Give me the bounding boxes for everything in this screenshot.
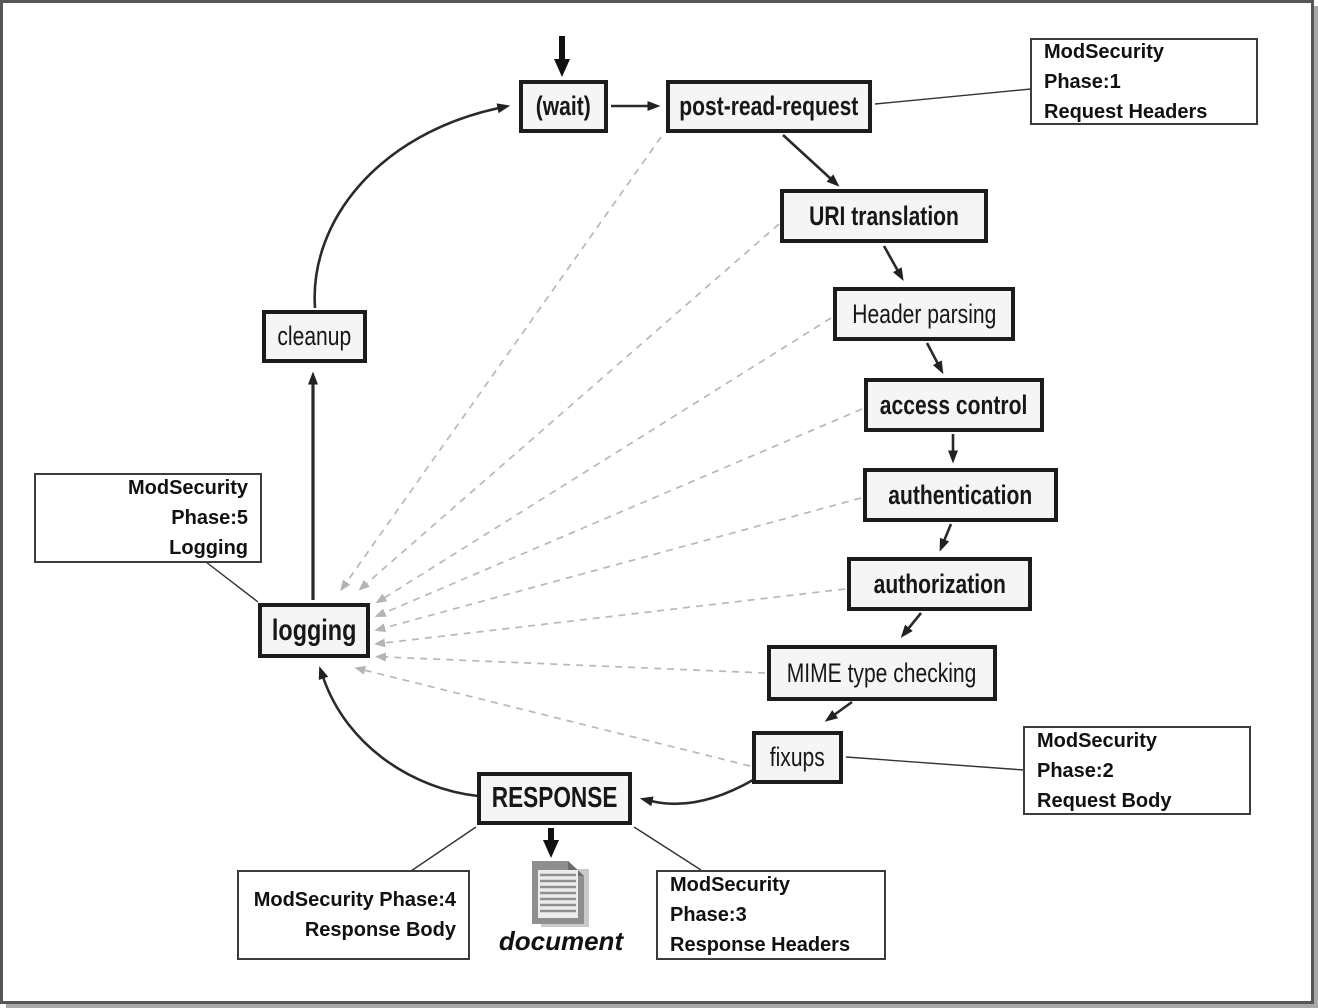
node-post-read-request: post-read-request (666, 80, 872, 133)
node-wait: (wait) (519, 80, 608, 133)
connector-phase3-to-response (633, 826, 702, 871)
callout-phase-2-line1: ModSecurity Phase:2 (1037, 729, 1158, 782)
callout-modsecurity-phase-4: ModSecurity Phase:4 Response Body (237, 870, 470, 960)
callout-phase-1-line1: ModSecurity Phase:1 (1044, 40, 1165, 93)
node-response: RESPONSE (477, 772, 632, 825)
node-fixups-label: fixups (769, 742, 826, 772)
node-logging-label: logging (271, 613, 357, 647)
callout-phase-5-line2: Logging (169, 537, 248, 559)
callout-phase-3-line1: ModSecurity Phase:3 (670, 874, 791, 926)
arrow-fixups-to-response (639, 778, 754, 807)
dashed-arrow-uri-translation-to-logging (358, 223, 780, 591)
node-mime-type-checking-label: MIME type checking (787, 657, 977, 688)
figure-frame-shadow-right (1314, 6, 1318, 1008)
node-header-parsing: Header parsing (833, 287, 1015, 341)
figure-frame-shadow-bottom (6, 1004, 1318, 1008)
dashed-arrow-mime-type-checking-to-logging (375, 652, 766, 674)
arrow-response-to-logging (318, 666, 479, 798)
node-wait-label: (wait) (536, 91, 591, 121)
node-cleanup-label: cleanup (277, 321, 352, 351)
callout-phase-4-line2: Response Body (304, 919, 456, 941)
node-uri-translation: URI translation (780, 189, 988, 243)
dashed-arrow-access-control-to-logging (374, 408, 863, 617)
node-authentication-label: authentication (888, 479, 1033, 510)
callout-modsecurity-phase-5: ModSecurity Phase:5 Logging (34, 473, 262, 563)
dashed-arrow-fixups-to-logging (354, 665, 751, 767)
node-authorization: authorization (847, 557, 1032, 611)
callout-modsecurity-phase-1: ModSecurity Phase:1 Request Headers (1030, 38, 1258, 125)
document-label: document (498, 926, 624, 956)
connector-phase4-to-response (410, 826, 477, 872)
callout-phase-5-line1: ModSecurity Phase:5 (127, 477, 248, 529)
arrow-mime-type-checking-to-fixups (824, 700, 853, 722)
arrow-cleanup-to-wait (313, 103, 511, 309)
document-icon (532, 861, 589, 927)
node-authorization-label: authorization (873, 568, 1006, 599)
dashed-arrow-header-parsing-to-logging (375, 317, 832, 604)
node-header-parsing-label: Header parsing (851, 298, 997, 329)
arrow-uri-translation-to-header-parsing (882, 245, 904, 282)
node-cleanup: cleanup (262, 310, 367, 363)
connector-phase1-to-post-read-request (874, 88, 1032, 105)
node-access-control-label: access control (880, 389, 1028, 420)
dashed-arrow-authentication-to-logging (374, 497, 862, 633)
callout-phase-1-line2: Request Headers (1044, 100, 1208, 123)
callout-phase-4-line1: ModSecurity Phase:4 (253, 889, 456, 911)
callout-modsecurity-phase-2: ModSecurity Phase:2 Request Body (1023, 726, 1251, 815)
node-authentication: authentication (863, 468, 1058, 522)
arrow-post-read-request-to-uri-translation (782, 134, 840, 187)
node-logging: logging (258, 603, 370, 658)
arrow-header-parsing-to-access-control (925, 342, 944, 375)
node-post-read-request-label: post-read-request (679, 91, 859, 121)
node-uri-translation-label: URI translation (809, 200, 959, 231)
callout-modsecurity-phase-3: ModSecurity Phase:3 Response Headers (656, 870, 886, 960)
node-access-control: access control (864, 378, 1044, 432)
node-response-label: RESPONSE (491, 782, 618, 814)
arrow-authorization-to-mime-type-checking (900, 612, 923, 638)
connector-phase5-to-logging (205, 561, 259, 603)
arrow-authentication-to-authorization (939, 523, 953, 552)
node-mime-type-checking: MIME type checking (767, 645, 997, 701)
callout-phase-3-line2: Response Headers (670, 934, 851, 956)
node-fixups: fixups (752, 731, 843, 784)
callout-phase-2-line2: Request Body (1037, 789, 1172, 812)
connector-phase2-to-fixups (845, 756, 1025, 771)
dashed-arrow-post-read-request-to-logging (340, 136, 662, 592)
